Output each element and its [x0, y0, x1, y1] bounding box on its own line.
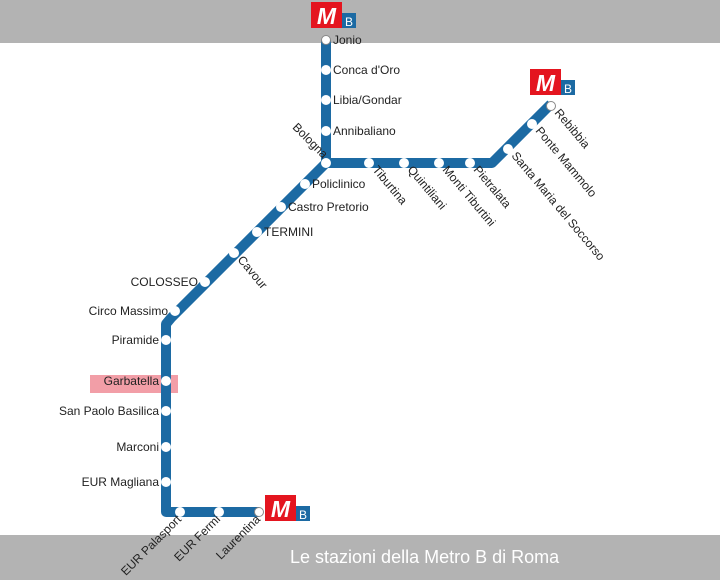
station-eur-palasport[interactable]: EUR Palasport [118, 507, 185, 579]
station-label: Castro Pretorio [288, 200, 369, 214]
station-piramide[interactable]: Piramide [112, 333, 171, 347]
station-dot [200, 277, 210, 287]
station-colosseo[interactable]: COLOSSEO [131, 275, 210, 289]
station-conca-d-oro[interactable]: Conca d'Oro [321, 63, 401, 77]
metro-b-logo: M B [265, 495, 310, 522]
station-label: EUR Magliana [82, 475, 160, 489]
station-dot [527, 119, 537, 129]
station-label: Piramide [112, 333, 160, 347]
metro-b-logo: M B [530, 69, 575, 96]
station-dot [321, 158, 331, 168]
logo-letter: M [271, 496, 291, 522]
station-dot [161, 477, 171, 487]
logo-line: B [345, 15, 353, 29]
highlight-garbatella [90, 375, 178, 393]
station-label: Santa Maria del Soccorso [509, 149, 608, 264]
station-jonio[interactable]: Jonio [321, 33, 363, 47]
station-dot [399, 158, 409, 168]
station-label: Tiburtina [370, 163, 411, 208]
station-dot [214, 507, 224, 517]
station-dot [546, 101, 556, 111]
station-dot [252, 227, 262, 237]
map-caption: Le stazioni della Metro B di Roma [290, 547, 560, 567]
station-dot [321, 95, 331, 105]
logo-letter: M [317, 3, 337, 29]
station-label: TERMINI [264, 225, 313, 239]
station-dot [161, 335, 171, 345]
station-label: Garbatella [104, 374, 160, 388]
station-annibaliano[interactable]: Annibaliano [321, 124, 397, 138]
station-policlinico[interactable]: Policlinico [300, 177, 366, 191]
station-santa-maria-del-soccorso[interactable]: Santa Maria del Soccorso [503, 144, 608, 264]
station-dot [321, 126, 331, 136]
metro-b-logo: M B [311, 2, 356, 29]
station-dot [254, 507, 264, 517]
station-dot [170, 306, 180, 316]
station-label: Circo Massimo [89, 304, 169, 318]
logo-letter: M [536, 70, 556, 96]
station-dot [465, 158, 475, 168]
station-label: Conca d'Oro [333, 63, 400, 77]
station-dot [364, 158, 374, 168]
station-termini[interactable]: TERMINI [252, 225, 314, 239]
station-dot [321, 35, 331, 45]
station-garbatella[interactable]: Garbatella [104, 374, 171, 388]
station-dot [276, 202, 286, 212]
station-dot [175, 507, 185, 517]
station-dot [161, 442, 171, 452]
station-dot [161, 376, 171, 386]
station-label: Jonio [333, 33, 362, 47]
station-libia-gondar[interactable]: Libia/Gondar [321, 93, 402, 107]
station-dot [229, 248, 239, 258]
station-label: San Paolo Basilica [59, 404, 159, 418]
station-label: Libia/Gondar [333, 93, 402, 107]
metro-line-b [161, 40, 555, 517]
station-label: Annibaliano [333, 124, 396, 138]
logo-line: B [564, 82, 572, 96]
station-circo-massimo[interactable]: Circo Massimo [89, 304, 180, 318]
station-dot [300, 179, 310, 189]
station-label: EUR Palasport [118, 512, 184, 578]
logo-line: B [299, 508, 307, 522]
station-cavour[interactable]: Cavour [229, 248, 271, 292]
station-label: Policlinico [312, 177, 366, 191]
station-castro-pretorio[interactable]: Castro Pretorio [276, 200, 370, 214]
station-eur-magliana[interactable]: EUR Magliana [82, 475, 171, 489]
station-dot [161, 406, 171, 416]
station-dot [503, 144, 513, 154]
station-san-paolo-basilica[interactable]: San Paolo Basilica [59, 404, 171, 418]
caption-bar: Le stazioni della Metro B di Roma [0, 535, 720, 580]
station-dot [434, 158, 444, 168]
station-label: COLOSSEO [131, 275, 198, 289]
station-label: Cavour [235, 253, 271, 292]
station-label: Marconi [116, 440, 159, 454]
station-monti-tiburtini[interactable]: Monti Tiburtini [434, 158, 499, 230]
station-marconi[interactable]: Marconi [116, 440, 171, 454]
station-label: Laurentina [213, 512, 263, 562]
station-dot [321, 65, 331, 75]
top-bar [0, 0, 720, 43]
